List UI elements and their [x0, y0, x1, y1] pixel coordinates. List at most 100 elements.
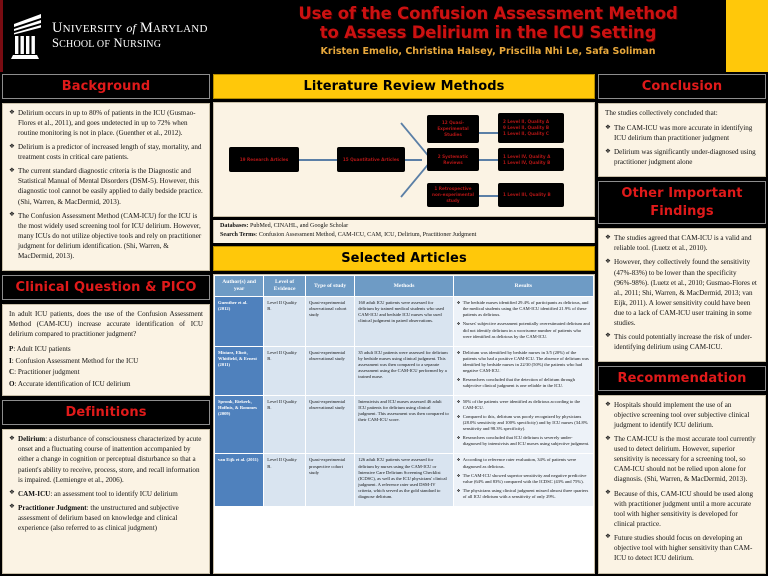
databases-label: Databases:: [220, 223, 249, 229]
cell-results: 50% of the patients were identified as d…: [452, 394, 594, 455]
flow-levels-quasi-experimental: 2 Level II, Quality A 9 Level II, Qualit…: [498, 113, 564, 143]
flow-box-research-articles: 19 Research Articles: [229, 147, 299, 172]
list-item: Researchers concluded that ICU delirium …: [457, 435, 590, 447]
results-list: Delirium was identified by bedside nurse…: [457, 350, 590, 389]
list-item: The studies agreed that CAM-ICU is a val…: [605, 233, 759, 253]
cell-results: Delirium was identified by bedside nurse…: [452, 345, 594, 397]
other-findings-bullet-list: The studies agreed that CAM-ICU is a val…: [605, 233, 759, 352]
definition-term: Delirium: [18, 435, 46, 444]
cell-methods: 126 adult ICU patients were assessed for…: [354, 453, 454, 507]
section-header-conclusion: Conclusion: [598, 74, 766, 99]
list-item: The bedside nurses identified 29.4% of p…: [457, 300, 590, 318]
flow-level-line: 9 Level II, Quality B: [503, 125, 550, 131]
conclusion-bullet-list: The CAM-ICU was more accurate in identif…: [605, 123, 759, 167]
flow-connector-branch-up: [399, 121, 432, 161]
results-list: 50% of the patients were identified as d…: [457, 399, 590, 447]
logo-wordmark: UNIVERSITY of MARYLAND SCHOOL OF NURSING: [52, 20, 208, 51]
cell-type: Quasi-experimental observational study: [304, 345, 356, 397]
cell-results: According to reference rater evaluation,…: [452, 453, 594, 507]
flow-levels-systematic-reviews: 1 Level IV, Quality A 1 Level IV, Qualit…: [498, 148, 564, 171]
recommendation-panel: Hospitals should implement the use of an…: [598, 395, 766, 574]
section-header-clinical-question: Clinical Question & PICO: [2, 274, 210, 300]
flow-box-quasi-experimental: 12 Quasi-Experimental Studies: [427, 115, 479, 143]
section-header-literature-review: Literature Review Methods: [213, 74, 595, 99]
clinical-question-heading: Clinical Question & PICO: [15, 279, 197, 295]
column-header-type: Type of study: [304, 275, 356, 298]
literature-review-heading: Literature Review Methods: [303, 79, 505, 94]
conclusion-heading: Conclusion: [641, 79, 723, 94]
clinical-question-text: In adult ICU patients, does the use of t…: [9, 309, 203, 338]
literature-flow-diagram: 19 Research Articles 15 Quantitative Art…: [219, 107, 589, 212]
definition-term: CAM-ICU: [18, 489, 51, 498]
poster-title-line2: to Assess Delirium in the ICU Setting: [319, 23, 657, 43]
list-item: Future studies should focus on developin…: [605, 532, 759, 563]
right-column: Conclusion The studies collectively conc…: [598, 74, 766, 574]
list-item: CAM-ICU: an assessment tool to identify …: [9, 488, 203, 499]
table-row: Guenther et al. (2012) Level II Quality …: [214, 296, 594, 347]
background-bullet-list: Delirium occurs in up to 80% of patients…: [9, 107, 203, 261]
flow-box-systematic-reviews: 2 Systematic Reviews: [427, 148, 479, 171]
column-header-results: Results: [452, 275, 594, 298]
search-terms-value: : Confusion Assessment Method, CAM-ICU, …: [255, 232, 477, 239]
poster-authors: Kristen Emelio, Christina Halsey, Prisci…: [320, 45, 656, 57]
definitions-panel: Delirium: a disturbance of consciousness…: [2, 429, 210, 574]
poster-body: Background Delirium occurs in up to 80% …: [0, 72, 768, 576]
definition-text: : an assessment tool to identify ICU del…: [50, 489, 178, 498]
cell-author: Mistarz, Eliott, Whitfield, & Ernest (20…: [214, 345, 265, 397]
pico-text: Confusion Assessment Method for the ICU: [15, 356, 139, 365]
list-item: Compared to this, delirium was poorly re…: [457, 414, 590, 432]
list-item: The CAM-ICU was more accurate in identif…: [605, 123, 759, 143]
flow-connector: [477, 159, 499, 161]
background-heading: Background: [61, 79, 151, 94]
other-findings-panel: The studies agreed that CAM-ICU is a val…: [598, 228, 766, 362]
flow-connector-branch-down: [399, 159, 432, 199]
poster-title-line1: Use of the Confusion Assessment Method: [298, 4, 678, 23]
list-item: Delirium was significantly under-diagnos…: [605, 147, 759, 167]
list-item: Hospitals should implement the use of an…: [605, 399, 759, 430]
flow-box-retrospective-study: 1 Retrospective non-experimental study: [427, 183, 479, 207]
cell-level: Level II Quality B.: [263, 394, 306, 455]
definition-text: : a disturbance of consciousness charact…: [18, 435, 202, 484]
cell-author: van Eijk et al. (2011): [214, 453, 265, 507]
cell-author: Guenther et al. (2012): [214, 296, 265, 347]
selected-articles-heading: Selected Articles: [341, 251, 467, 267]
definitions-heading: Definitions: [65, 405, 147, 421]
flow-levels-retrospective: 1 Level III, Quality B: [498, 183, 564, 207]
list-item: Practitioner Judgment: the unstructured …: [9, 502, 203, 533]
pico-text: Adult ICU patients: [16, 345, 71, 354]
cell-results: The bedside nurses identified 29.4% of p…: [452, 296, 594, 347]
list-item: Delirium: a disturbance of consciousness…: [9, 434, 203, 484]
poster-header: UNIVERSITY of MARYLAND SCHOOL OF NURSING…: [0, 0, 768, 72]
conclusion-panel: The studies collectively concluded that:…: [598, 103, 766, 178]
cell-type: Quasi-experimental observational study: [304, 394, 356, 455]
selected-articles-table: Author(s) and year Level of Evidence Typ…: [214, 275, 594, 507]
cell-level: Level II Quality B.: [263, 453, 306, 507]
list-item: The physicians using clinical judgment m…: [457, 488, 590, 500]
list-item: The CAM-ICU is the most accurate tool cu…: [605, 434, 759, 484]
table-row: Spronk, Riekerk, Hoffnis, & Rommes (2009…: [214, 394, 594, 455]
pico-letter: O: [9, 379, 15, 388]
pico-text: Accurate identification of ICU delirium: [17, 379, 131, 388]
pico-letter: C: [9, 368, 15, 377]
cell-methods: Intensivists and ICU nurses assessed 46 …: [354, 394, 454, 455]
list-item: Researchers concluded that the detection…: [457, 377, 590, 389]
list-item: Delirium is a predictor of increased len…: [9, 142, 203, 162]
cell-level: Level II Quality B.: [263, 345, 306, 397]
flow-level-line: 1 Level II, Quality C: [503, 130, 550, 136]
pico-p: P: Adult ICU patients: [9, 345, 71, 354]
list-item: Because of this, CAM-ICU should be used …: [605, 488, 759, 529]
pico-c: C: Practitioner judgment: [9, 368, 80, 377]
search-terms-label: Search Terms: [220, 232, 256, 239]
cell-author: Spronk, Riekerk, Hoffnis, & Rommes (2009…: [214, 394, 265, 455]
university-seal-icon: [11, 12, 45, 60]
list-item: Delirium was identified by bedside nurse…: [457, 350, 590, 374]
flow-connector: [298, 159, 338, 161]
flow-level-line: 2 Level II, Quality A: [503, 119, 550, 125]
title-block: Use of the Confusion Assessment Method t…: [250, 0, 726, 72]
list-item: However, they collectively found the sen…: [605, 257, 759, 327]
flow-level-line: 1 Level III, Quality B: [503, 192, 551, 198]
background-panel: Delirium occurs in up to 80% of patients…: [2, 103, 210, 271]
pico-letter: I: [9, 356, 12, 365]
search-terms-line: Search Terms: Confusion Assessment Metho…: [220, 231, 588, 240]
